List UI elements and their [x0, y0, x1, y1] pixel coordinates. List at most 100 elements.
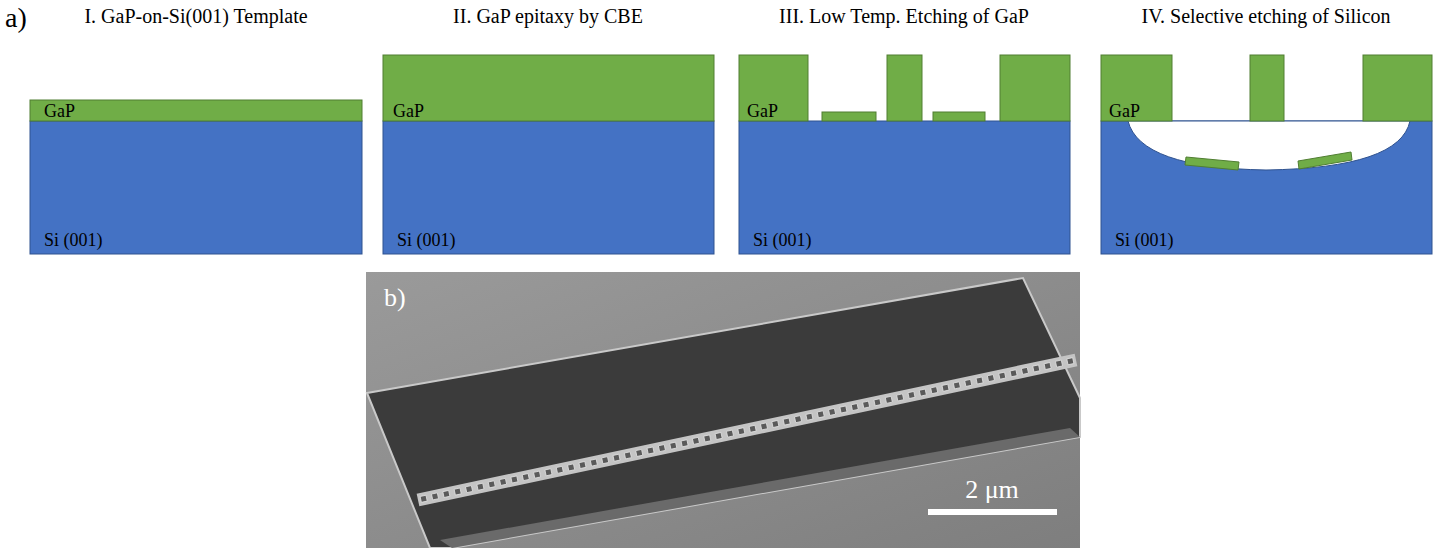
beam-hole: [568, 464, 575, 471]
beam-hole: [953, 382, 960, 389]
beam-hole: [806, 413, 813, 420]
beam-hole: [874, 399, 881, 406]
beam-hole: [1033, 365, 1040, 372]
beam-hole: [1010, 370, 1017, 377]
beam-hole: [590, 459, 597, 466]
beam-hole: [794, 416, 801, 423]
beam-hole: [602, 457, 609, 464]
gap-pillar: [1250, 55, 1284, 121]
beam-hole: [420, 495, 427, 502]
beam-hole: [760, 423, 767, 430]
panel-letter: a): [5, 2, 27, 34]
step-title: II. GaP epitaxy by CBE: [453, 4, 643, 28]
beam-hole: [534, 471, 541, 478]
gap-pillar: GaP: [1101, 55, 1172, 121]
beam-hole: [908, 391, 915, 398]
gap-residue: [933, 112, 985, 121]
sem-image: [366, 272, 1080, 548]
beam-hole: [976, 377, 983, 384]
silicon-substrate: Si (001): [383, 121, 714, 254]
beam-hole: [477, 483, 484, 490]
silicon-substrate: Si (001): [1101, 121, 1432, 254]
beam-hole: [987, 375, 994, 382]
beam-hole: [636, 449, 643, 456]
beam-hole: [999, 372, 1006, 379]
etched-trench: [367, 278, 1080, 548]
scale-bar: [928, 509, 1057, 515]
beam-hole: [488, 481, 495, 488]
beam-hole: [613, 454, 620, 461]
beam-hole: [443, 490, 450, 497]
beam-hole: [556, 466, 563, 473]
gap-residue: [822, 112, 876, 121]
silicon-substrate: [383, 121, 714, 254]
beam-hole: [840, 406, 847, 413]
gap-layer: [383, 55, 714, 121]
beam-hole: [658, 445, 665, 452]
sem-image: b) 2 μm: [366, 272, 1080, 548]
panel-letter: b): [384, 284, 406, 312]
beam-hole: [545, 469, 552, 476]
gap-pillar: [1363, 55, 1432, 121]
trench-sidewall: [440, 428, 1080, 548]
step-title: III. Low Temp. Etching of GaP: [779, 4, 1029, 28]
step-title: I. GaP-on-Si(001) Template: [84, 4, 307, 28]
fallen-gap-piece: [1298, 152, 1352, 169]
material-label: GaP: [747, 101, 778, 121]
beam-hole: [783, 418, 790, 425]
silicon-substrate: [739, 121, 1070, 254]
material-label: GaP: [393, 101, 424, 121]
silicon-substrate: [30, 121, 362, 254]
material-label: GaP: [44, 101, 75, 121]
beam-hole: [579, 461, 586, 468]
silicon-substrate: [1101, 121, 1432, 254]
beam-hole: [726, 430, 733, 437]
material-label: Si (001): [44, 230, 103, 250]
beam-hole: [851, 404, 858, 411]
beam-hole: [624, 452, 631, 459]
beam-hole: [1021, 367, 1028, 374]
gap-pillar: [1000, 55, 1070, 121]
beam-hole: [829, 408, 836, 415]
fallen-gap-piece: [1185, 157, 1239, 170]
beam-hole: [1067, 358, 1074, 365]
beam-hole: [749, 425, 756, 432]
beam-hole: [772, 420, 779, 427]
beam-hole: [863, 401, 870, 408]
beam-hole: [738, 428, 745, 435]
gap-pillar: [887, 55, 922, 121]
beam-hole: [1044, 362, 1051, 369]
beam-hole: [897, 394, 904, 401]
beam-hole: [692, 437, 699, 444]
beam-hole: [431, 493, 438, 500]
gap-layer: GaP: [383, 55, 714, 121]
material-label: GaP: [1109, 101, 1140, 121]
beam-hole: [500, 478, 507, 485]
silicon-substrate: Si (001): [739, 121, 1070, 254]
beam-hole: [931, 387, 938, 394]
beam-hole: [465, 486, 472, 493]
gap-pillar: GaP: [739, 55, 808, 121]
beam-hole: [454, 488, 461, 495]
etched-cavity: [1128, 121, 1410, 170]
beam-hole: [522, 474, 529, 481]
gap-pillar: [739, 55, 808, 121]
beam-hole: [817, 411, 824, 418]
beam-hole: [919, 389, 926, 396]
material-label: Si (001): [1115, 230, 1174, 250]
beam-hole: [681, 440, 688, 447]
beam-hole: [885, 396, 892, 403]
beam-hole: [511, 476, 518, 483]
material-label: Si (001): [753, 230, 812, 250]
gap-layer: GaP: [30, 100, 362, 121]
material-label: Si (001): [397, 230, 456, 250]
beam-hole: [942, 384, 949, 391]
beam-hole: [1055, 360, 1062, 367]
gap-pillar: [1101, 55, 1172, 121]
beam-hole: [704, 435, 711, 442]
beam-hole: [647, 447, 654, 454]
scale-label: 2 μm: [965, 476, 1019, 504]
silicon-substrate: Si (001): [30, 121, 362, 254]
beam-hole: [715, 432, 722, 439]
